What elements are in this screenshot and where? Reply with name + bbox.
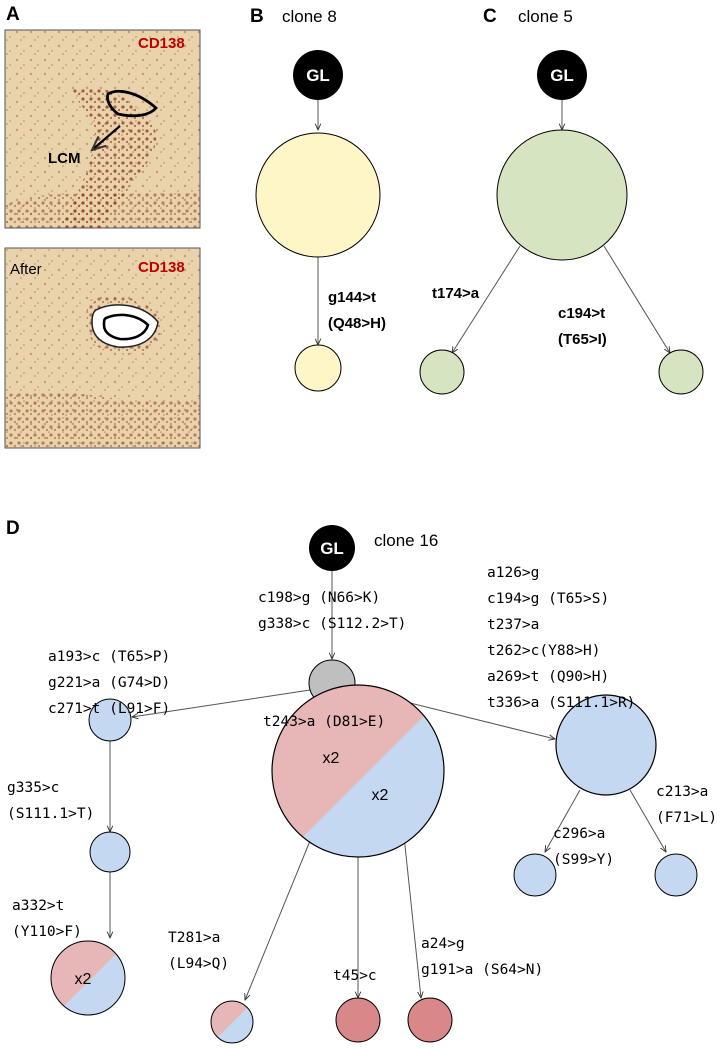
clone5-leaf-left (419, 349, 465, 395)
clone8-main-node (255, 132, 381, 258)
photo-after-tag: CD138 (138, 259, 185, 276)
panel-d-letter: D (6, 518, 20, 539)
clone8-mutation-1: g144>t (328, 289, 376, 306)
panel-a-letter: A (6, 4, 20, 25)
clone16-right-edge-labels: a126>g c194>g (T65>S) t237>a t262>c(Y88>… (487, 565, 635, 711)
mutation-label: (Y110>F) (12, 924, 82, 940)
clone16-big-right-leaf (407, 997, 453, 1043)
clone5-edge-right (603, 245, 670, 353)
mutation-label: t262>c(Y88>H) (487, 643, 601, 659)
clone16-root-edge-labels: c198>g (N66>K) g338>c (S112.2>T) (258, 590, 406, 632)
mutation-label: (S99>Y) (553, 852, 614, 868)
clone16-gl-label: GL (320, 539, 344, 558)
clone16-left-leaf-count: x2 (75, 971, 92, 988)
mutation-label: t336>a (S111.1>R) (487, 695, 635, 711)
clone16-big-mid-leaf (335, 997, 381, 1043)
clone5-title: clone 5 (518, 7, 573, 26)
photo-lcm-label: LCM (48, 150, 81, 167)
mutation-label: c213>a (656, 784, 708, 800)
clone16-edge-right-left (545, 789, 581, 852)
clone16-big-right-edge-labels: a24>g g191>a (S64>N) (421, 936, 543, 978)
clone16-left-edge-labels: a193>c (T65>P) g221>a (G74>D) c271>t (L9… (48, 649, 170, 717)
clone5-edge-left (452, 245, 521, 353)
clone5-gl-label: GL (550, 66, 574, 85)
clone5-leaf-right (658, 349, 704, 395)
clone5-right-mutation-1: c194>t (558, 305, 605, 322)
clone8-gl-label: GL (306, 66, 330, 85)
photo-after: After CD138 (4, 247, 201, 449)
clone16-gl-node (309, 525, 355, 571)
clone16-big-count-bottom: x2 (372, 787, 389, 804)
clone8-leaf-node (294, 344, 342, 392)
panel-c-letter: C (483, 6, 497, 27)
clone5-main-node (496, 129, 628, 261)
clone16-left-leaf-node (50, 940, 126, 1016)
mutation-label: (F71>L) (656, 810, 717, 826)
clone16-right-node (555, 694, 657, 796)
photo-after-label: After (10, 261, 42, 278)
clone16-title: clone 16 (374, 531, 438, 550)
mutation-label: g338>c (S112.2>T) (258, 616, 406, 632)
clone8-title: clone 8 (282, 7, 337, 26)
clone16-edge-right-right (629, 789, 666, 852)
clone16-edge-left (132, 689, 311, 717)
clone16-left-node (88, 698, 132, 742)
clone5-gl-node (537, 50, 587, 100)
mutation-label: a332>t (12, 898, 64, 914)
clone8-mutation-2: (Q48>H) (328, 315, 386, 332)
clone16-big-left-edge-labels: T281>a (L94>Q) (168, 930, 229, 972)
clone5-left-mutation: t174>a (432, 285, 480, 302)
clone5-right-mutation-2: (T65>I) (558, 331, 607, 348)
mutation-label: a269>t (Q90>H) (487, 669, 609, 685)
clone16-right-right-edge-labels: c213>a (F71>L) (656, 784, 717, 826)
clone16-right-leaf-right (654, 853, 698, 897)
photo-before-tag: CD138 (138, 35, 185, 52)
clone16-left-chain-2-labels: a332>t (Y110>F) (12, 898, 82, 940)
mutation-label: c271>t (L91>F) (48, 701, 170, 717)
mutation-label: c296>a (553, 826, 605, 842)
clone16-left-chain-node (89, 831, 131, 873)
mutation-label: a193>c (T65>P) (48, 649, 170, 665)
clone16-big-count-top: x2 (323, 750, 340, 767)
clone16-right-left-edge-labels: c296>a (S99>Y) (553, 826, 614, 868)
clone16-left-chain-1-labels: g335>c (S111.1>T) (7, 780, 94, 822)
clone16-big-node (271, 684, 445, 858)
clone16-edge-big-right (403, 835, 421, 998)
mutation-label: T281>a (168, 930, 220, 946)
clone16-edge-big-left (245, 835, 313, 1000)
mutation-label: g335>c (7, 780, 59, 796)
clone16-big-left-leaf (210, 1000, 254, 1044)
photo-before: CD138 LCM (4, 29, 201, 229)
mutation-label: t237>a (487, 617, 539, 633)
mutation-label: c194>g (T65>S) (487, 591, 609, 607)
clone16-big-mid-edge-label: t45>c (333, 968, 377, 984)
mutation-label: (S111.1>T) (7, 806, 94, 822)
clone8-gl-node (293, 50, 343, 100)
mutation-label: g221>a (G74>D) (48, 675, 170, 691)
mutation-label: a24>g (421, 936, 465, 952)
mutation-label: (L94>Q) (168, 956, 229, 972)
panel-b-letter: B (250, 6, 264, 27)
mutation-label: c198>g (N66>K) (258, 590, 380, 606)
clone16-right-leaf-left (513, 853, 557, 897)
mutation-label: g191>a (S64>N) (421, 962, 543, 978)
clone16-middle-edge-label: t243>a (D81>E) (263, 714, 385, 730)
mutation-label: a126>g (487, 565, 539, 581)
